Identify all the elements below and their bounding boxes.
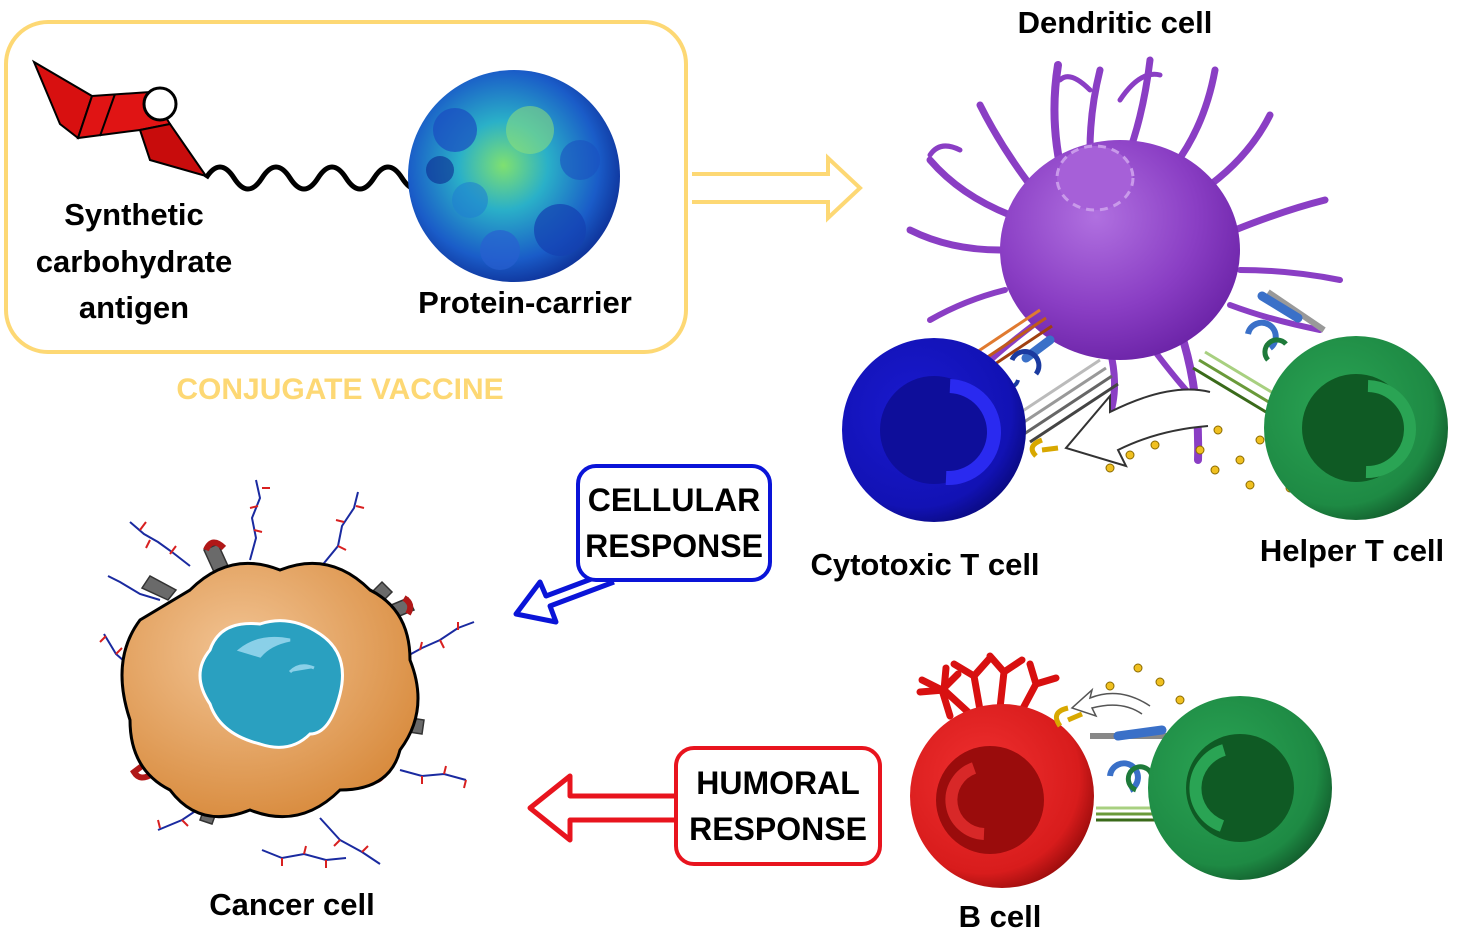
cytotoxic-t-cell-icon bbox=[842, 338, 1026, 522]
cellular-response-line1: CELLULAR bbox=[587, 481, 761, 518]
humoral-response-box: HUMORAL RESPONSE bbox=[674, 746, 882, 866]
antigen-label-line1: Synthetic bbox=[64, 197, 204, 232]
cytotoxic-t-cell-label: Cytotoxic T cell bbox=[810, 547, 1040, 582]
glycan-chains-icon bbox=[99, 479, 475, 868]
cancer-cell-label: Cancer cell bbox=[209, 887, 375, 922]
antigen-label-line2: carbohydrate bbox=[35, 243, 233, 279]
cancer-nucleus bbox=[198, 619, 344, 749]
cytokine-arrow-icon bbox=[1064, 388, 1211, 468]
helper-t-cell-bottom-icon bbox=[1148, 696, 1332, 880]
cellular-response-box: CELLULAR RESPONSE bbox=[576, 464, 772, 582]
receptor-helper-icon bbox=[1245, 291, 1303, 362]
dendritic-cell-label: Dendritic cell bbox=[1017, 5, 1213, 40]
antigen-label-line3: antigen bbox=[78, 290, 190, 325]
antigen-label: Synthetic carbohydrate antigen bbox=[18, 192, 250, 332]
nucleus-highlight bbox=[236, 636, 315, 674]
humoral-response-arrow bbox=[527, 773, 676, 843]
b-cell-icon bbox=[910, 704, 1094, 888]
protein-carrier-label: Protein-carrier bbox=[418, 285, 632, 320]
dendritic-nucleus bbox=[1055, 144, 1135, 212]
carbohydrate-antigen-icon bbox=[31, 59, 209, 178]
helper-t-cell-label: Helper T cell bbox=[1259, 533, 1445, 568]
b-cell-label: B cell bbox=[958, 899, 1042, 934]
conjugate-vaccine-frame bbox=[4, 20, 688, 354]
vaccine-to-dendritic-arrow bbox=[692, 153, 863, 223]
protein-carrier-icon bbox=[408, 70, 620, 282]
dendritic-cell-body bbox=[1000, 140, 1240, 360]
cellular-response-arrow bbox=[513, 569, 615, 625]
helper-t-cell-icon bbox=[1264, 336, 1448, 520]
humoral-response-line1: HUMORAL bbox=[696, 764, 860, 801]
antibodies-icon bbox=[916, 652, 1060, 720]
cytokine-b-arrow-icon bbox=[1070, 687, 1151, 718]
receptor-b-icon bbox=[1053, 705, 1167, 793]
receptor-yellow-icon bbox=[1029, 437, 1059, 458]
cellular-response-line2: RESPONSE bbox=[585, 528, 763, 564]
vaccine-title: CONJUGATE VACCINE bbox=[176, 373, 504, 406]
humoral-response-line2: RESPONSE bbox=[689, 811, 867, 847]
synapse-bands-helper bbox=[1192, 289, 1326, 414]
